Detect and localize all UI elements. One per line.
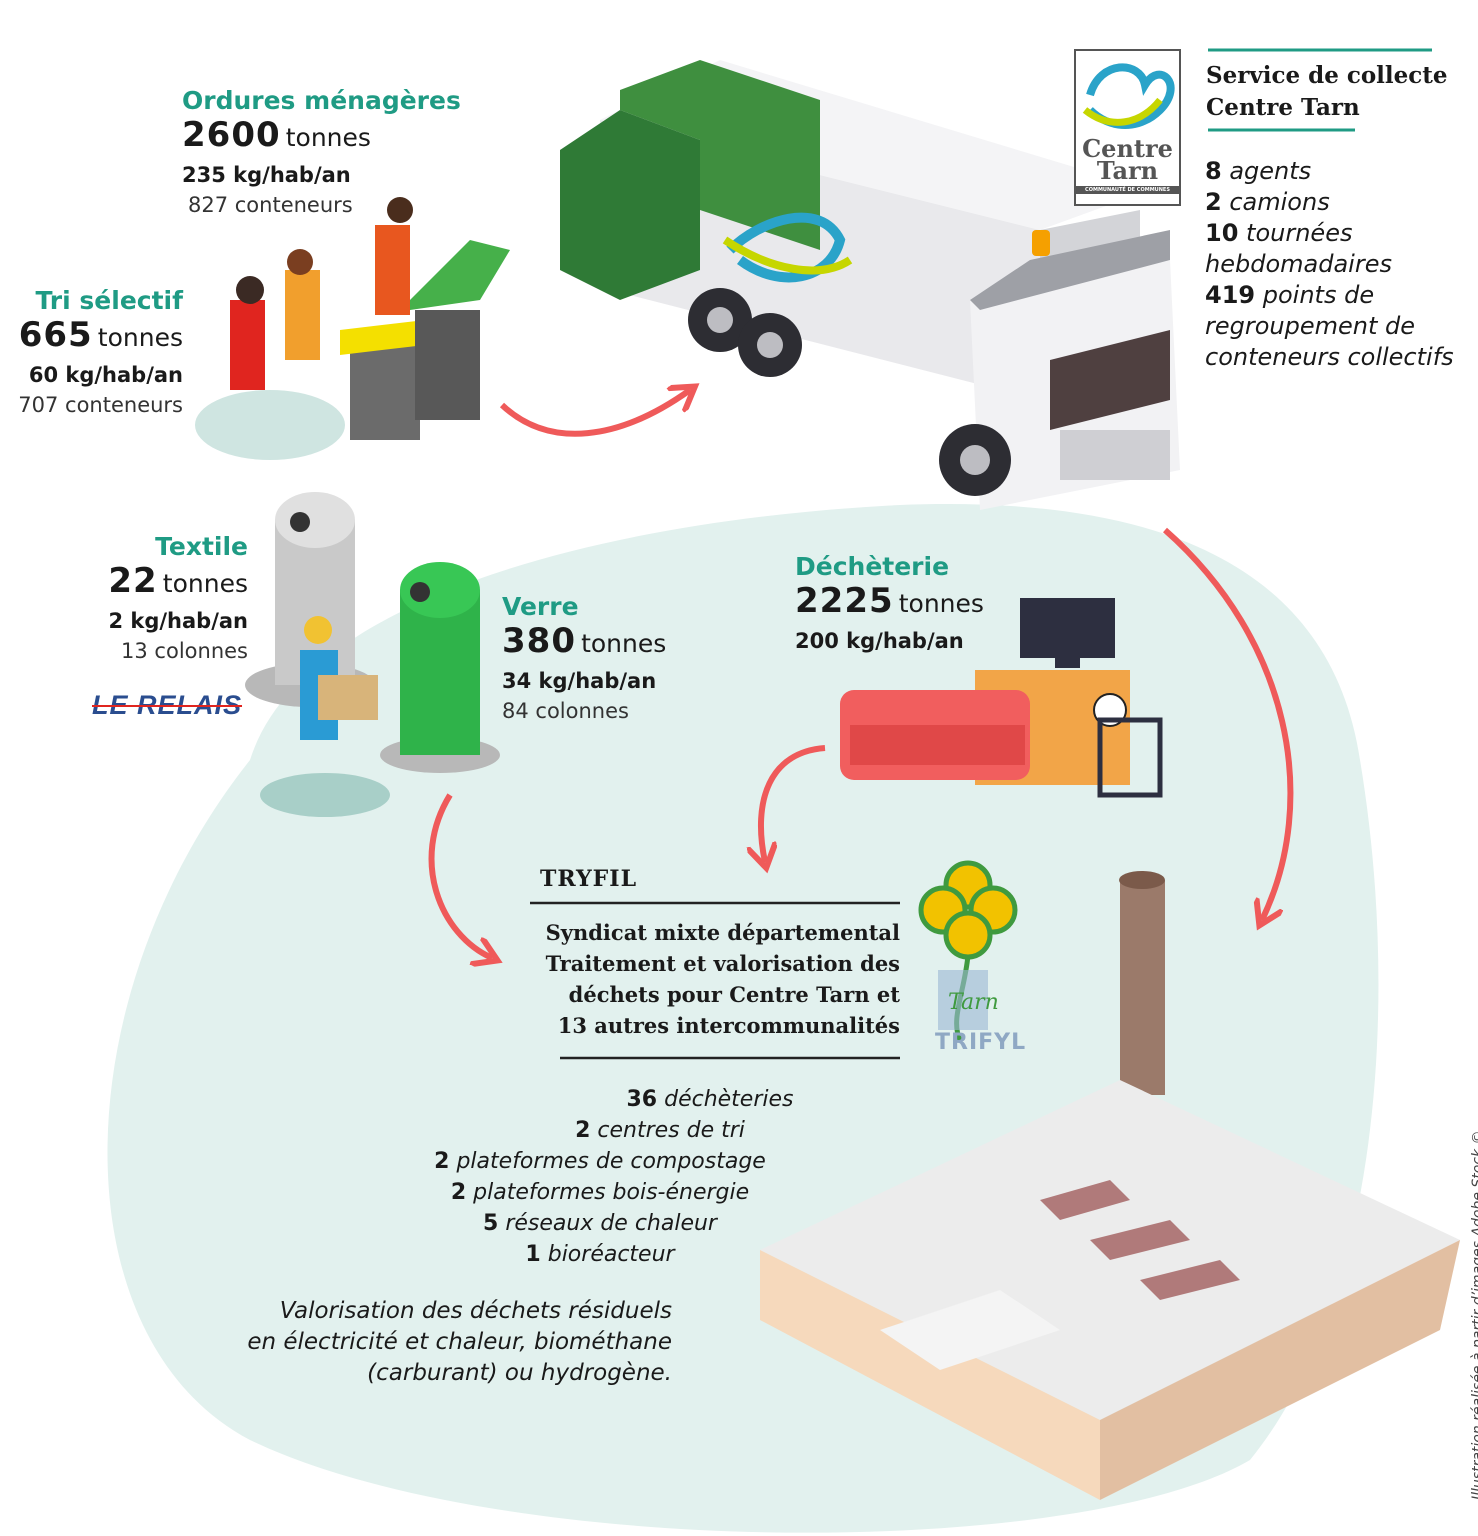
tri-title: Tri sélectif [35,286,184,315]
tryfil-title: TRYFIL [540,866,638,892]
service-stat: 419 points de [1205,281,1375,309]
tri-amount-line: 665 tonnes [8,315,183,355]
sorting-people-illustration [195,197,510,460]
verre-per-hab: 34 kg/hab/an [502,669,657,693]
arrow-verre-to-tryfil [428,793,492,958]
trifyl-clover-logo [918,860,1018,1042]
service-title-line1: Service de collecte [1206,62,1448,89]
tryfil-desc-line: déchets pour Centre Tarn et [568,982,900,1007]
ordures-unit: tonnes [285,123,371,152]
valorisation-line: Valorisation des déchets résiduels [279,1298,672,1324]
tryfil-stat: 5 réseaux de chaleur [483,1211,717,1236]
valorisation-text: Valorisation des déchets résiduels en él… [190,1296,672,1389]
ordures-containers: 827 conteneurs [188,193,353,217]
logo-word-centre: Centre [1082,134,1173,163]
textile-containers: 13 colonnes [121,639,248,663]
tryfil-desc-line: Syndicat mixte départemental [545,920,900,945]
service-stats: 8 agents 2 camions 10 tournées hebdomada… [1205,156,1475,373]
tryfil-stat: 2 plateformes de compostage [434,1149,766,1174]
tryfil-stat: 2 centres de tri [575,1118,745,1143]
ordures-amount: 2600 [182,115,281,155]
service-stat: conteneurs collectifs [1205,343,1454,371]
service-title-line2: Centre Tarn [1206,94,1360,121]
textile-verre-illustration [245,492,500,817]
tri-block: Tri sélectif 665 tonnes 60 kg/hab/an 707… [8,286,183,417]
trifyl-logo-word2: TRIFYL [935,1030,1027,1055]
factory-illustration [760,871,1460,1500]
tri-unit: tonnes [97,323,183,352]
textile-block: Textile 22 tonnes 2 kg/hab/an 13 colonne… [70,532,248,663]
image-credit: Illustration réalisée à partir d’images … [1470,1130,1478,1500]
service-stat: 10 tournées [1205,219,1353,247]
centre-tarn-logo-text: Centre Tarn COMMUNAUTÉ DE COMMUNES [1075,134,1180,194]
decheterie-block: Déchèterie 2225 tonnes 200 kg/hab/an [795,552,1015,653]
centre-tarn-logo [1074,49,1181,206]
textile-per-hab: 2 kg/hab/an [108,609,248,633]
garbage-truck-illustration [560,60,1180,510]
tryfil-stats: 36 déchèteries 2 centres de tri 2 platef… [340,1084,860,1270]
valorisation-line: (carburant) ou hydrogène. [367,1360,672,1386]
textile-title: Textile [155,532,248,561]
arrow-truck-to-factory [1163,527,1294,920]
furniture-illustration [840,598,1163,798]
decheterie-unit: tonnes [898,589,984,618]
ordures-amount-line: 2600 tonnes [182,115,512,155]
service-stat: 2 camions [1205,188,1330,216]
service-stat: regroupement de [1205,312,1416,340]
tryfil-desc-line: 13 autres intercommunalités [557,1013,900,1038]
tryfil-stat: 2 plateformes bois-énergie [450,1180,750,1205]
decheterie-per-hab: 200 kg/hab/an [795,629,964,653]
tri-amount: 665 [18,315,93,355]
verre-amount: 380 [502,621,576,661]
valorisation-line: en électricité et chaleur, biométhane [247,1329,672,1355]
service-stat: hebdomadaires [1205,250,1392,278]
service-title: Service de collecte Centre Tarn [1206,60,1448,124]
arrow-decheterie-to-tryfil [761,745,826,862]
trifyl-logo-word1: Tarn [948,990,999,1015]
verre-unit: tonnes [581,629,667,658]
logo-word-tarn: Tarn [1096,156,1159,185]
tryfil-stat: 1 bioréacteur [525,1242,675,1267]
service-stat: 8 agents [1205,157,1312,185]
textile-unit: tonnes [162,569,248,598]
decheterie-amount-line: 2225 tonnes [795,581,1015,621]
ordures-block: Ordures ménagères 2600 tonnes 235 kg/hab… [182,86,512,217]
decheterie-title: Déchèterie [795,552,950,581]
arrow-to-truck [499,390,690,437]
textile-amount: 22 [108,561,158,601]
tri-containers: 707 conteneurs [18,393,183,417]
tri-per-hab: 60 kg/hab/an [28,363,183,387]
verre-containers: 84 colonnes [502,699,629,723]
ordures-title: Ordures ménagères [182,86,461,115]
verre-title: Verre [502,592,579,621]
decheterie-amount: 2225 [795,581,894,621]
tryfil-description: Syndicat mixte départemental Traitement … [520,917,900,1041]
tryfil-stat: 36 déchèteries [626,1087,794,1112]
verre-amount-line: 380 tonnes [502,621,702,661]
ordures-per-hab: 235 kg/hab/an [182,163,351,187]
tryfil-desc-line: Traitement et valorisation des [545,951,900,976]
textile-amount-line: 22 tonnes [70,561,248,601]
le-relais-logo: LE RELAIS [92,690,243,720]
logo-caption: COMMUNAUTÉ DE COMMUNES [1075,186,1180,194]
verre-block: Verre 380 tonnes 34 kg/hab/an 84 colonne… [502,592,702,723]
